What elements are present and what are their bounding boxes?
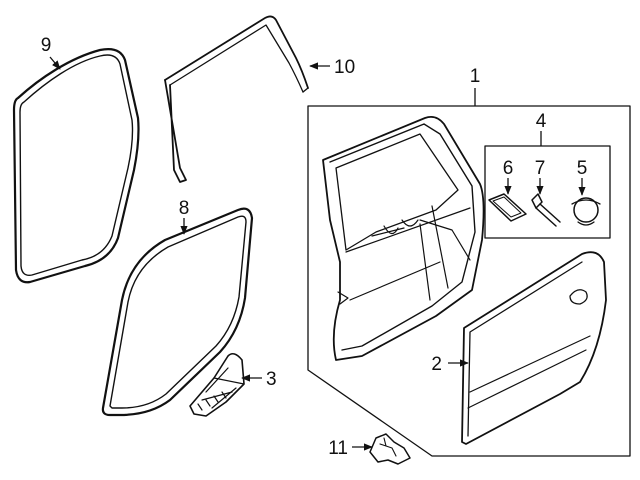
part-6-badge bbox=[488, 193, 527, 222]
callout-9: 9 bbox=[41, 35, 52, 56]
part-5-plug bbox=[571, 197, 601, 226]
callout-6: 6 bbox=[503, 158, 514, 179]
part-10-window-channel bbox=[164, 15, 309, 183]
callout-10: 10 bbox=[334, 57, 355, 78]
part-8-weatherstrip bbox=[101, 207, 254, 417]
part-1-door-shell bbox=[322, 115, 485, 361]
part-9-weatherstrip bbox=[12, 48, 140, 284]
callout-5: 5 bbox=[577, 158, 588, 179]
callout-1: 1 bbox=[470, 66, 481, 87]
callout-4: 4 bbox=[536, 111, 547, 132]
callout-11: 11 bbox=[328, 438, 348, 459]
callout-2: 2 bbox=[431, 354, 442, 375]
leader-9 bbox=[49, 56, 61, 70]
callout-3: 3 bbox=[266, 369, 277, 390]
callout-8: 8 bbox=[179, 198, 190, 219]
part-2-outer-panel bbox=[461, 251, 607, 445]
callout-labels: 1 2 3 4 5 6 7 8 9 10 11 bbox=[41, 35, 588, 459]
part-3-bracket bbox=[189, 352, 245, 417]
part-11-clip bbox=[369, 433, 411, 465]
part-7-clip bbox=[531, 193, 561, 227]
leader-lines bbox=[49, 56, 586, 451]
callout-7: 7 bbox=[535, 158, 546, 179]
part-4-box bbox=[484, 145, 611, 239]
part-1-frame bbox=[307, 105, 631, 457]
